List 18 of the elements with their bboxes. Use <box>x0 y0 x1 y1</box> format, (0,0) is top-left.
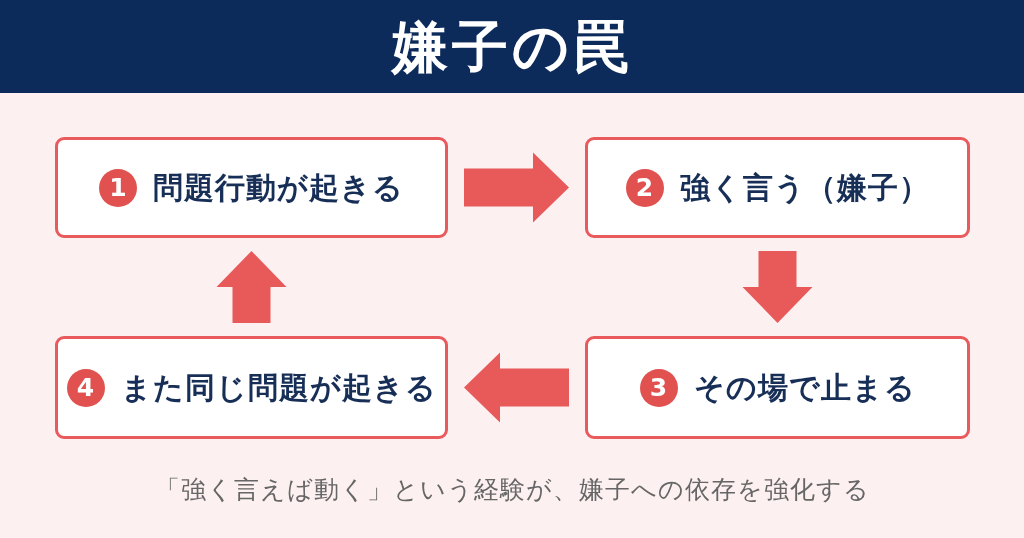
step-text: また同じ問題が起きる <box>120 369 437 406</box>
step-text: その場で止まる <box>693 369 916 406</box>
block-arrow <box>216 251 287 323</box>
block-arrow <box>464 352 569 423</box>
block-arrow <box>742 251 813 323</box>
caption: 「強く言えば動く」という経験が、嫌子への依存を強化する <box>154 475 870 504</box>
step-box <box>585 137 970 238</box>
step-text: 強く言う（嫌子） <box>679 169 930 206</box>
step-box <box>55 336 448 439</box>
step-box <box>585 336 970 439</box>
step-number: 3 <box>639 368 678 407</box>
title: 嫌子の罠 <box>391 15 633 78</box>
step-text: 問題行動が起きる <box>153 169 404 206</box>
step-box <box>55 137 448 238</box>
step-number: 1 <box>99 168 137 207</box>
step-number: 2 <box>625 168 664 207</box>
step-number: 4 <box>66 368 105 407</box>
block-arrow <box>464 152 569 223</box>
